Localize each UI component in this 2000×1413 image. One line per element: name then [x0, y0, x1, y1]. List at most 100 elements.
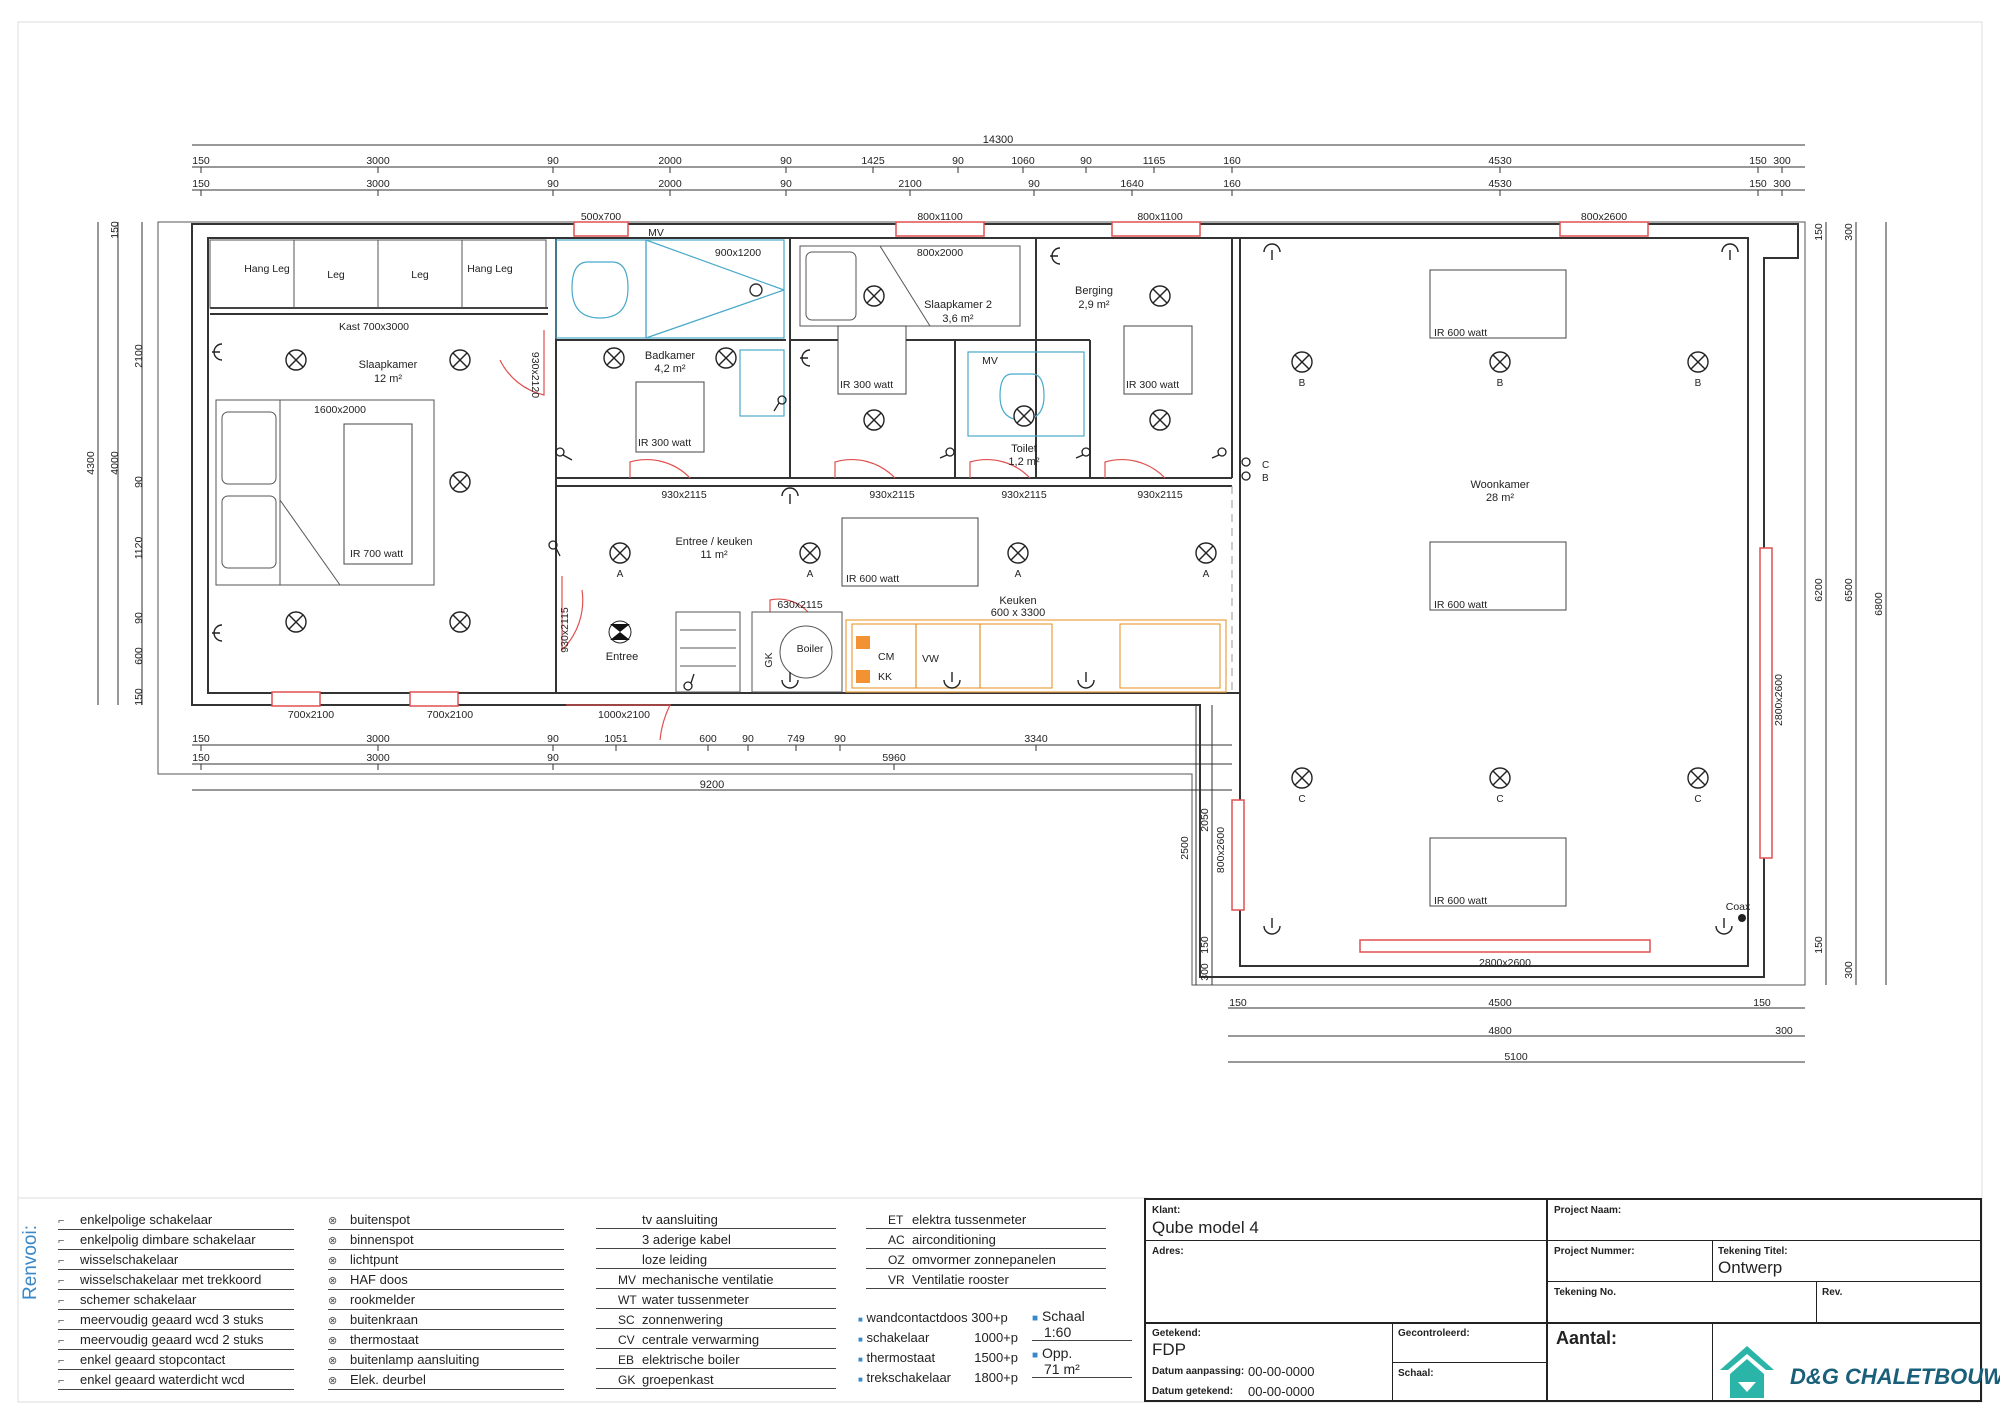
- legend-code: MV: [618, 1273, 636, 1287]
- boiler-label: Boiler: [797, 643, 824, 655]
- dim-bottom-row1-4: 600: [699, 733, 717, 745]
- light-point-icon: [603, 347, 625, 369]
- light-group-letter: A: [1203, 569, 1210, 580]
- windows: [271, 221, 1773, 953]
- legend-symbol-icon: ⌐: [58, 1235, 65, 1247]
- wardrobe-label: Kast 700x3000: [339, 321, 409, 333]
- dim-top-row2-2: 90: [547, 178, 559, 190]
- dim-bottom-row1-0: 150: [192, 733, 210, 745]
- dim-top-row1-6: 90: [952, 155, 964, 167]
- legend-schaal-label: Schaal: [1041, 1308, 1085, 1324]
- bullet-icon: ■: [858, 1335, 863, 1344]
- dim-top-row1-9: 1165: [1143, 155, 1166, 167]
- legend-item: ⊗thermostaat: [328, 1332, 564, 1350]
- light-point-icon: [1687, 351, 1709, 373]
- legend-label: rookmelder: [350, 1292, 416, 1307]
- legend-code: SC: [618, 1313, 635, 1327]
- legend-label: airconditioning: [912, 1232, 996, 1247]
- dim-right-300a: 300: [1843, 961, 1855, 979]
- legend-item: ⊗buitenkraan: [328, 1312, 564, 1330]
- legend-symbol-icon: ⌐: [58, 1255, 65, 1267]
- legend-code: ET: [888, 1213, 904, 1227]
- dim-inner-2500: 2500: [1179, 836, 1191, 860]
- legend-symbol-icon: ⊗: [328, 1355, 338, 1367]
- dim-bottom-row1-1: 3000: [366, 733, 390, 745]
- legend-label: centrale verwarming: [642, 1332, 760, 1347]
- legend-code: EB: [618, 1353, 635, 1367]
- light-group-letter: A: [807, 569, 814, 580]
- dim-top-row2-10: 150: [1749, 178, 1767, 190]
- legend-label: buitenspot: [350, 1212, 410, 1227]
- dim-top-row1-0: 150: [192, 155, 210, 167]
- legend-item: EB elektrische boiler: [596, 1352, 836, 1369]
- light-point-icon: [285, 611, 307, 633]
- outlets: [212, 243, 1739, 935]
- win-berging-size: 800x1100: [1137, 211, 1183, 223]
- tb-datum-getekend-label: Datum getekend:: [1152, 1386, 1234, 1397]
- legend-symbol-icon: ⊗: [328, 1275, 338, 1287]
- dim-inner-300: 300: [1199, 963, 1211, 981]
- house-logo-icon: [1720, 1346, 1774, 1398]
- legend-label: wisselschakelaar: [80, 1252, 179, 1267]
- bed-main: [215, 399, 435, 586]
- dim-br-150b: 150: [1753, 997, 1771, 1009]
- dim-inner-2050: 2050: [1199, 808, 1211, 832]
- legend-label: tv aansluiting: [642, 1212, 718, 1227]
- kitchen-vw-label: VW: [922, 653, 939, 665]
- dim-top-row2-0: 150: [192, 178, 210, 190]
- light-point-icon: [449, 349, 471, 371]
- room-woonkamer-name: Woonkamer: [1470, 479, 1529, 491]
- heater-slaapkamer: IR 700 watt: [350, 548, 403, 560]
- doors: [499, 330, 1166, 741]
- heater-woonkamer-1: IR 600 watt: [1434, 327, 1487, 339]
- win-slaapkamer2-size: 800x1100: [917, 211, 963, 223]
- legend-item: ⌐schemer schakelaar: [58, 1292, 294, 1310]
- legend-item: ⌐enkelpolige schakelaar: [58, 1212, 294, 1230]
- mounting-height-label: schakelaar: [866, 1330, 930, 1345]
- room-entree-area: 11 m²: [700, 549, 728, 561]
- legend-item: ⌐meervoudig geaard wcd 2 stuks: [58, 1332, 294, 1350]
- tb-datum-getekend: 00-00-0000: [1248, 1384, 1315, 1399]
- light-point-icon: [1291, 351, 1313, 373]
- dimensions-inner: 2500 2050 150 300: [1179, 705, 1213, 985]
- smoke-detector-icon: [608, 620, 632, 644]
- legend-label: wisselschakelaar met trekkoord: [80, 1272, 262, 1287]
- tb-tekening-titel: Ontwerp: [1718, 1258, 1783, 1277]
- tb-tekening-titel-label: Tekening Titel:: [1718, 1246, 1788, 1257]
- dim-top-row1-8: 90: [1080, 155, 1092, 167]
- kitchen-counter: [675, 611, 1227, 693]
- mounting-height-value: 1800+p: [974, 1370, 1018, 1385]
- legend-item: ⊗binnenspot: [328, 1232, 564, 1250]
- win-woonkamer-right-size: 2800x2600: [1773, 674, 1785, 726]
- legend-code: CV: [618, 1333, 635, 1347]
- legend-symbol-icon: ⊗: [328, 1215, 338, 1227]
- legend-symbol-icon: ⌐: [58, 1375, 65, 1387]
- legend-item: ⊗ buitenlamp aansluiting: [328, 1352, 564, 1370]
- legend-label: zonnenwering: [642, 1312, 723, 1327]
- building-walls: [157, 221, 1806, 986]
- legend-label: binnenspot: [350, 1232, 414, 1247]
- legend-label: enkel geaard waterdicht wcd: [80, 1372, 245, 1387]
- entree-side-door-size: 930x2115: [559, 607, 571, 653]
- legend-label: omvormer zonnepanelen: [912, 1252, 1056, 1267]
- dim-top-row2-4: 90: [780, 178, 792, 190]
- legend-symbol-icon: ⌐: [58, 1295, 65, 1307]
- legend-item: ⊗HAF doos: [328, 1272, 564, 1290]
- mounting-height-label: trekschakelaar: [866, 1370, 952, 1385]
- dim-left-90b: 90: [133, 612, 145, 624]
- legend-item: 3 aderige kabel: [596, 1232, 836, 1249]
- legend-label: buitenlamp aansluiting: [350, 1352, 480, 1367]
- light-point-icon: [1687, 767, 1709, 789]
- hall-door-2-size: 930x2115: [869, 489, 915, 501]
- tb-klant: Qube model 4: [1152, 1218, 1259, 1237]
- light-point-icon: [715, 347, 737, 369]
- hall-door-3-size: 930x2115: [1001, 489, 1047, 501]
- dim-right-150a: 150: [1813, 223, 1825, 241]
- legend-symbol-icon: ⌐: [58, 1215, 65, 1227]
- tb-getekend-label: Getekend:: [1152, 1328, 1201, 1339]
- legend-label: elektrische boiler: [642, 1352, 740, 1367]
- dim-top-row2-5: 2100: [898, 178, 922, 190]
